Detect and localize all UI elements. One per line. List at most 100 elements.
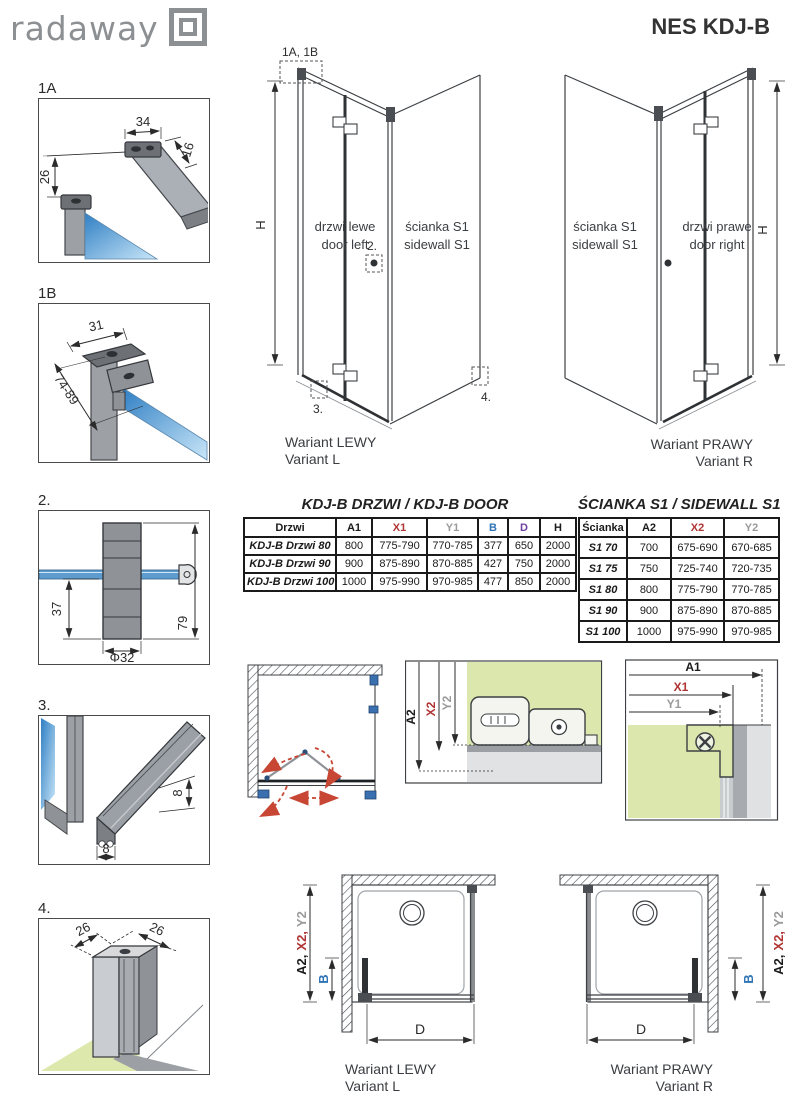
sidewall-section-drawing: A2 X2 Y2 <box>405 660 603 784</box>
seal-profile <box>178 564 197 585</box>
variant-caption-en: Variant R <box>696 453 753 469</box>
door-table: Drzwi A1 X1 Y1 B D H KDJ-B Drzwi 80 800 … <box>243 517 577 592</box>
dim-x2: X2 <box>424 701 438 716</box>
door-swing-diagram <box>247 664 383 817</box>
dim-26-right: 26 <box>147 919 167 939</box>
dimension-lines <box>96 775 196 861</box>
data-cell: 800 <box>626 578 672 601</box>
dim-d: D <box>636 1021 646 1037</box>
tray-inner <box>357 890 465 995</box>
dim-8-horizontal: 8 <box>102 841 109 856</box>
dimension-lines <box>586 884 770 1044</box>
plan-right-drawing: A2,X2,Y2 B D Wariant PRAWY Variant R <box>559 874 786 1094</box>
sidewall-label-pl: ścianka S1 <box>405 219 469 234</box>
data-cell: 477 <box>477 572 509 592</box>
detail-4-drawing: 26 26 <box>41 919 204 1071</box>
dim-y2: Y2 <box>294 911 309 927</box>
sidewall-table-section: ŚCIANKA S1 / SIDEWALL S1 Ścianka A2 X2 Y… <box>578 496 781 643</box>
header-cell: Y2 <box>723 517 780 538</box>
dim-74-89: 74-89 <box>51 372 82 408</box>
dim-31: 31 <box>87 317 104 335</box>
plan-caption-pl: Wariant LEWY <box>345 1061 437 1077</box>
data-cell: 725-740 <box>670 557 725 580</box>
dim-a2: A2, <box>294 955 309 975</box>
dim-d: D <box>415 1021 425 1037</box>
data-cell: 2000 <box>539 572 577 592</box>
dim-dia-32: Φ32 <box>110 650 135 663</box>
door-plan <box>358 958 474 1002</box>
profile-end-face <box>96 816 116 845</box>
hardware <box>297 68 395 382</box>
sidewall-table-title: ŚCIANKA S1 / SIDEWALL S1 <box>578 496 781 513</box>
tray-inner <box>595 890 703 995</box>
data-cell: 1000 <box>626 620 672 643</box>
data-cell: 2000 <box>539 554 577 574</box>
dimension-lines <box>70 930 178 956</box>
door-table-section: KDJ-B DRZWI / KDJ-B DOOR Drzwi A1 X1 Y1 … <box>243 496 577 592</box>
wall-top <box>247 664 383 676</box>
dim-y2: Y2 <box>440 695 454 710</box>
hinge-body <box>453 696 601 746</box>
data-cell: KDJ-B Drzwi 80 <box>243 536 337 556</box>
profile-strip <box>467 745 601 752</box>
header-cell: H <box>539 517 577 538</box>
data-cell: 2000 <box>539 536 577 556</box>
dim-8-vertical: 8 <box>170 789 185 796</box>
dim-stack: A2,X2,Y2 <box>771 911 786 975</box>
detail-1b-drawing: 31 74-89 <box>51 317 208 461</box>
table-row: S1 90 900 875-890 870-885 <box>578 599 780 622</box>
detail-1b-box: 31 74-89 <box>38 303 210 463</box>
wall-band <box>747 725 771 818</box>
callout-3: 3. <box>313 402 323 416</box>
data-cell: 870-885 <box>723 599 780 622</box>
height-dimension <box>267 80 283 366</box>
dim-26: 26 <box>39 170 52 184</box>
data-cell: 750 <box>626 557 672 580</box>
detail-1a-label: 1A <box>38 80 57 97</box>
plan-caption-en: Variant L <box>345 1078 400 1094</box>
detail-3-label: 3. <box>38 697 51 714</box>
dim-79: 79 <box>175 616 190 630</box>
data-cell: 850 <box>507 572 541 592</box>
threshold-profile <box>41 716 206 848</box>
dim-26-left: 26 <box>73 919 93 939</box>
door-label-en: door left <box>322 237 369 252</box>
wall-band <box>467 752 601 782</box>
knob <box>370 259 378 267</box>
dim-x1: X1 <box>674 680 689 694</box>
header-cell: Y1 <box>426 517 479 538</box>
callout-2: 2. <box>367 239 377 253</box>
table-row: S1 80 800 775-790 770-785 <box>578 578 780 601</box>
glass-panel <box>122 387 208 461</box>
dimension-lines <box>303 884 475 1044</box>
detail-3-box: 8 8 <box>38 715 210 865</box>
dim-stack: A2,X2,Y2 <box>294 911 309 975</box>
door-table-title: KDJ-B DRZWI / KDJ-B DOOR <box>301 496 509 513</box>
table-row: S1 75 750 725-740 720-735 <box>578 557 780 580</box>
header-cell: A2 <box>626 517 672 538</box>
sidewall-label-en: sidewall S1 <box>404 237 470 252</box>
dimension-lines <box>415 662 495 772</box>
door-label-en: door right <box>690 237 745 252</box>
header-cell: Drzwi <box>243 517 337 538</box>
dim-16: 16 <box>178 141 197 159</box>
knob <box>664 259 672 267</box>
glass-panel <box>84 212 159 260</box>
detail-4-box: 26 26 <box>38 918 210 1075</box>
dim-x2: X2, <box>771 931 786 951</box>
dim-b: B <box>741 974 756 983</box>
hinge-brackets <box>257 674 379 800</box>
table-row: KDJ-B Drzwi 100 1000 975-990 970-985 477… <box>243 572 577 592</box>
dim-a2: A2, <box>771 955 786 975</box>
data-cell: 770-785 <box>426 536 479 556</box>
dimension-lines <box>63 522 199 655</box>
data-cell: 975-990 <box>371 572 428 592</box>
data-cell: KDJ-B Drzwi 90 <box>243 554 337 574</box>
wall-left <box>247 664 259 798</box>
header-cell: X2 <box>670 517 725 538</box>
detail-2-box: 37 79 Φ32 <box>38 510 210 665</box>
dim-b: B <box>316 974 331 983</box>
data-cell: S1 100 <box>578 620 628 643</box>
data-cell: 875-890 <box>670 599 725 622</box>
data-cell: 650 <box>507 536 541 556</box>
